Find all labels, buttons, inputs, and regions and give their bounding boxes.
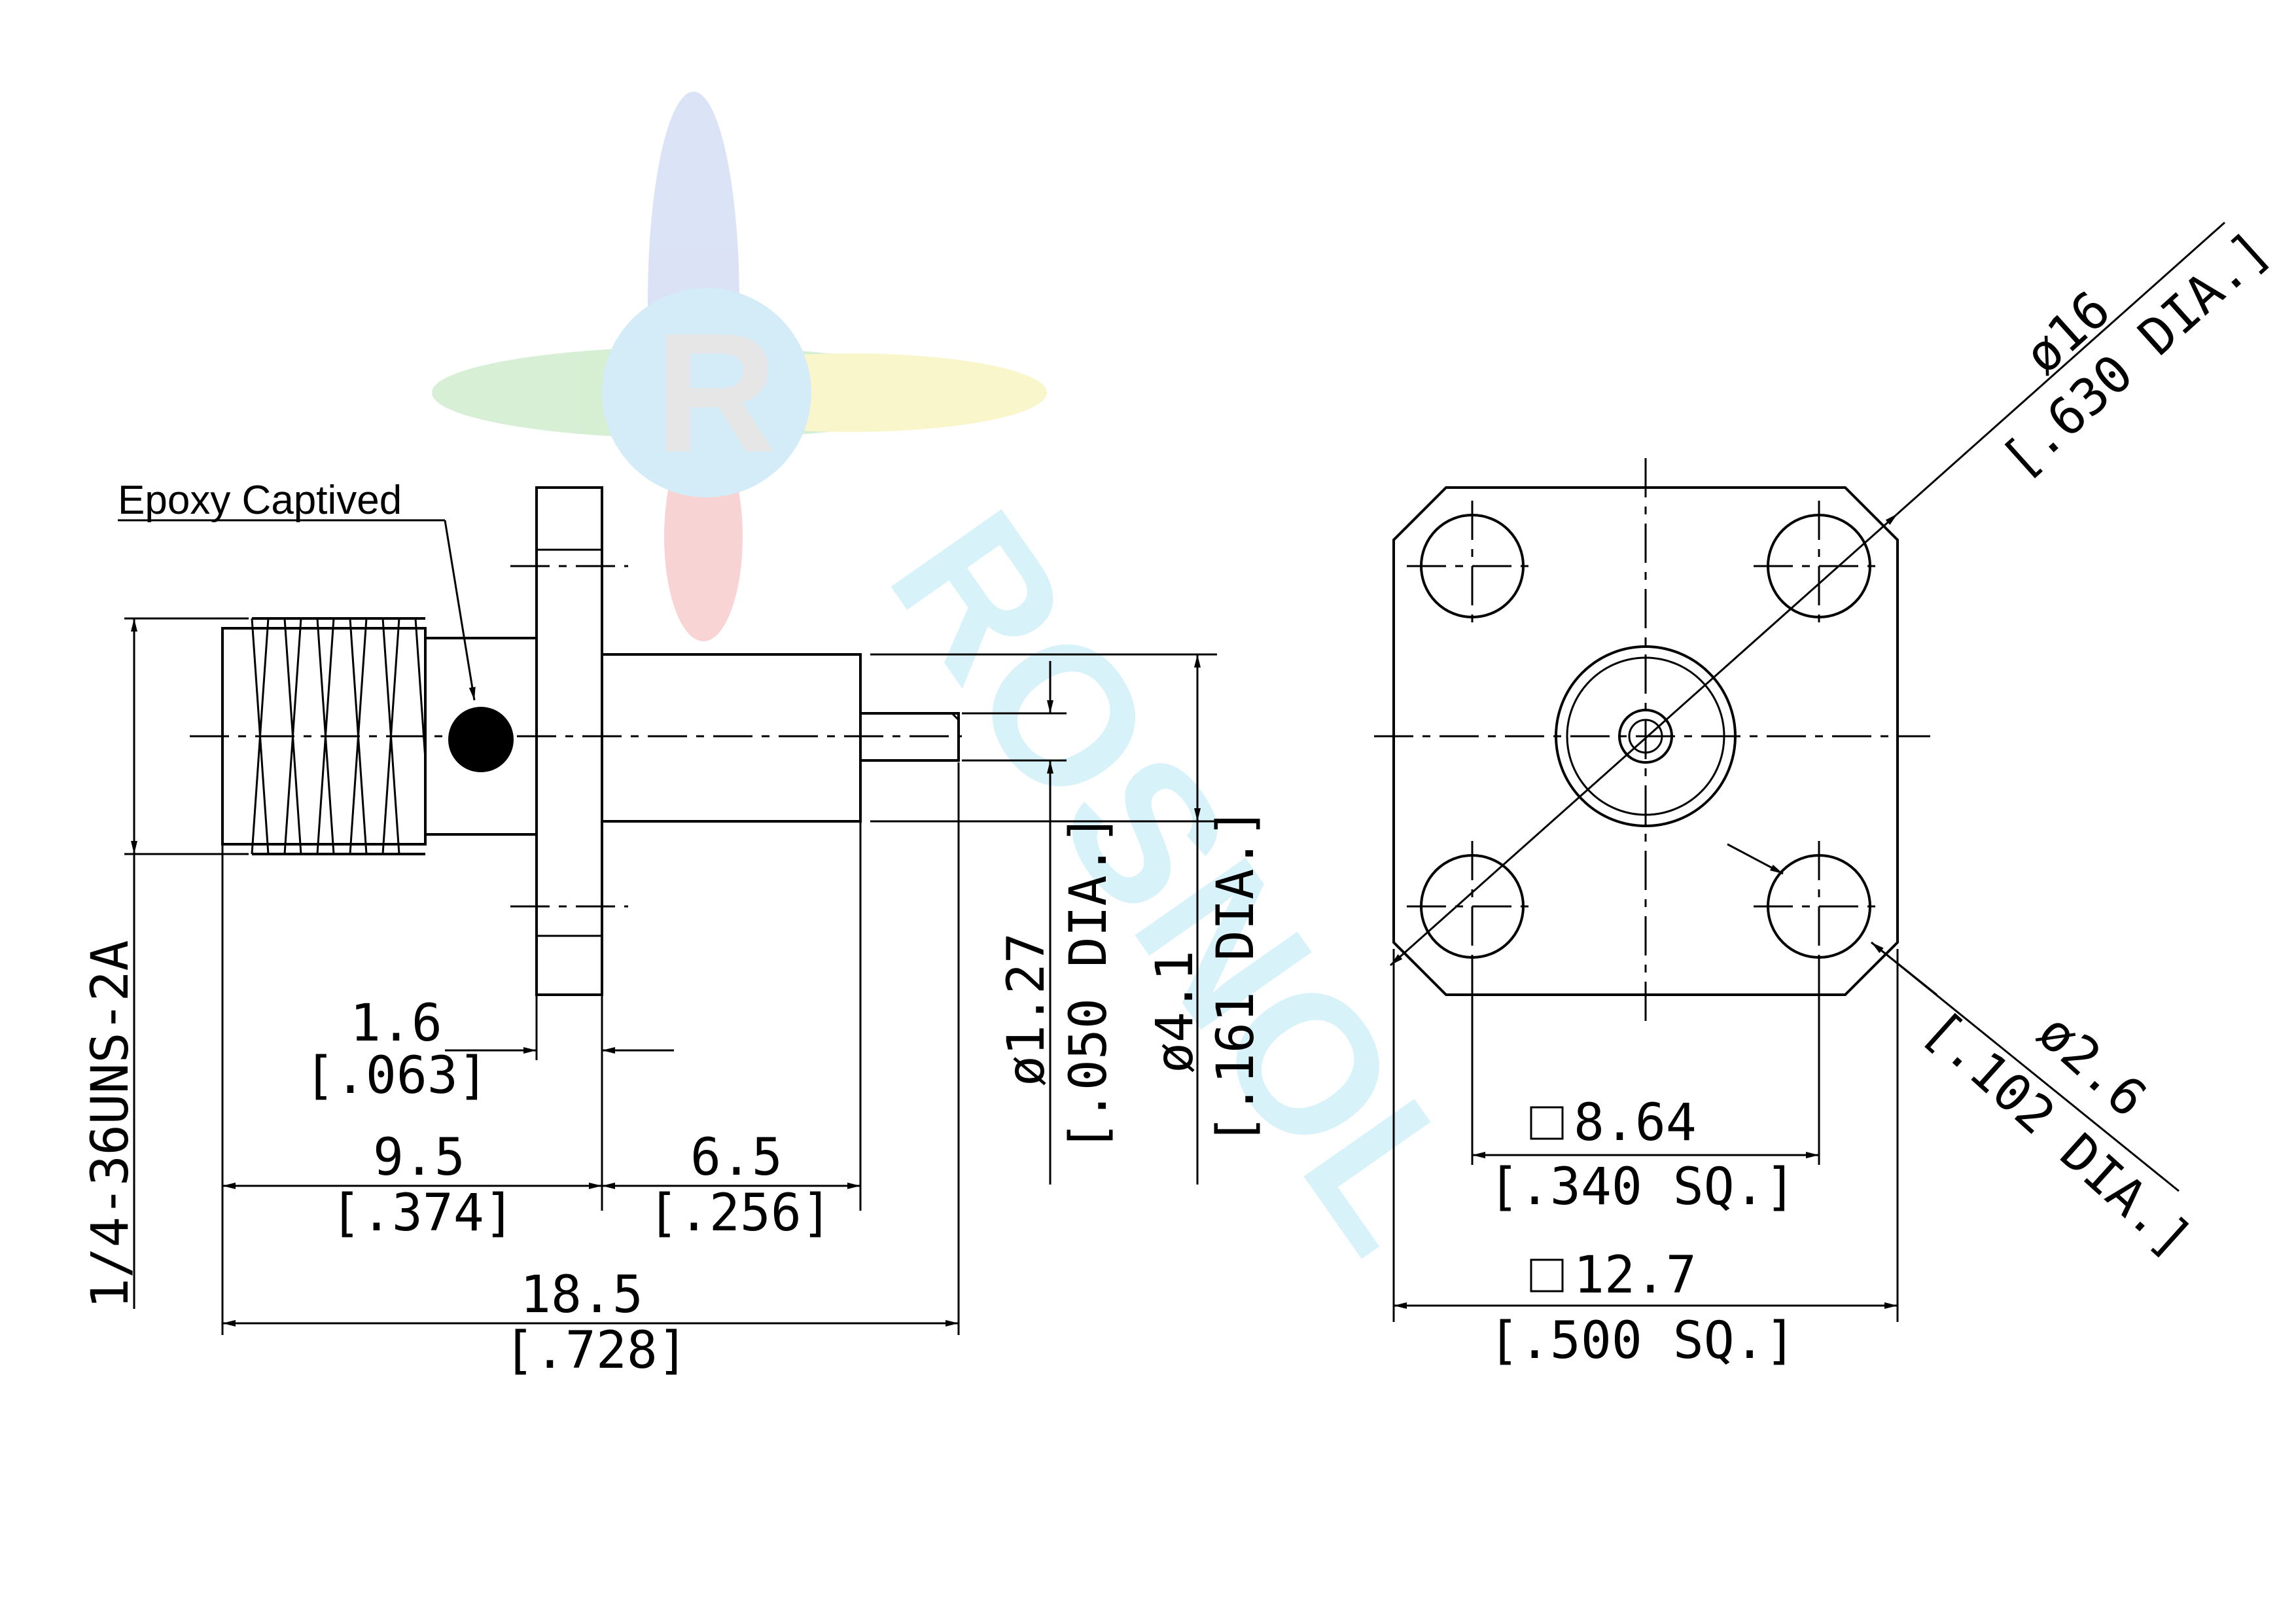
dim-6-5: 6.5 (690, 1128, 783, 1187)
dim-1-6: 1.6 (350, 994, 442, 1053)
front-view: ø16 [.630 DIA.] ø2.6 [.102 DIA.] 8.64 [.… (1374, 221, 2282, 1370)
watermark-letter: R (654, 298, 777, 488)
dim-18-5-in: [.728] (504, 1321, 688, 1380)
dim-12-7: 12.7 (1574, 1246, 1697, 1305)
dim-pin-in: [.050 DIA.] (1059, 813, 1118, 1152)
epoxy-label: Epoxy Captived (118, 478, 402, 523)
watermark-brand: ROSNOL (849, 474, 1511, 1288)
dim-8-64: 8.64 (1574, 1094, 1697, 1152)
dim-pin: ø1.27 (997, 933, 1056, 1086)
thread-crests (251, 617, 427, 855)
dim-12-7-in: [.500 SQ.] (1489, 1311, 1796, 1370)
side-view: Epoxy Captived 1/4-36UNS-2A 1.6 [.063] 9… (81, 478, 1265, 1380)
thread-spec: 1/4-36UNS-2A (81, 940, 140, 1309)
watermark-logo: R (432, 92, 1047, 641)
dim-8-64-in: [.340 SQ.] (1489, 1158, 1796, 1217)
dim-body-in: [.161 DIA.] (1207, 807, 1265, 1145)
flange-side (535, 486, 603, 996)
dim-9-5: 9.5 (373, 1128, 465, 1187)
dim-body: ø4.1 (1146, 950, 1205, 1073)
epoxy-dot (448, 707, 514, 772)
dim-6-5-in: [.256] (648, 1184, 832, 1243)
dim-18-5: 18.5 (520, 1266, 643, 1325)
watermark-brand-text: ROSNOL (849, 474, 1511, 1288)
dim-9-5-in: [.374] (330, 1184, 515, 1243)
dim-1-6-in: [.063] (304, 1046, 489, 1105)
